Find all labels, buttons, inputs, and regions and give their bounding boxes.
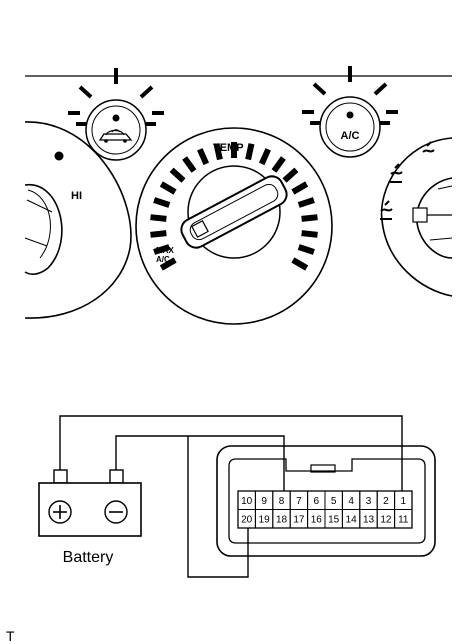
- temperature-dial: TEMP MAX A/C: [135, 127, 333, 325]
- indicator-light-rays: [68, 68, 164, 126]
- temp-scale-mark: [159, 181, 177, 195]
- connector-pin-cell: [394, 509, 413, 529]
- temp-scale-mark: [150, 230, 167, 238]
- connector-pin-label: 3: [366, 496, 372, 507]
- connector-pin-label: 15: [328, 514, 340, 525]
- connector-pin-label: 16: [311, 514, 323, 525]
- recirculation-button: [68, 68, 164, 161]
- fan-indicator-dot: [54, 151, 64, 161]
- airflow-mode-dial: [380, 137, 453, 297]
- max-ac-label-line1: MAX: [156, 246, 174, 255]
- recirculation-icon: [98, 129, 133, 143]
- connector-pin-label: 4: [348, 496, 354, 507]
- connector-pin-label: 12: [380, 514, 392, 525]
- temp-knob-handle: [180, 175, 288, 249]
- temp-scale-mark: [153, 244, 171, 255]
- temp-scale-mark: [197, 148, 210, 166]
- temp-scale-mark: [297, 244, 315, 255]
- temp-scale-mark: [297, 197, 315, 208]
- connector-pin-label: 10: [241, 496, 253, 507]
- battery-minus-terminal: [109, 469, 124, 484]
- temp-dial-bezel: [135, 127, 333, 325]
- temp-scale-mark: [245, 143, 255, 161]
- connector-pin-label: 13: [363, 514, 375, 525]
- battery-body: [38, 482, 142, 537]
- wire-jumper-to-pin-20: [187, 436, 249, 578]
- temp-label: TEMP: [213, 142, 244, 154]
- battery-plus-terminal: [53, 469, 68, 484]
- temp-scale-mark: [150, 214, 167, 222]
- connector-pin-label: 9: [261, 496, 267, 507]
- temp-scale-mark: [271, 156, 286, 173]
- temp-scale-mark: [291, 181, 309, 195]
- connector-pin-label: 2: [383, 496, 389, 507]
- connector-pin-label: 19: [259, 514, 271, 525]
- connector-pin-label: 7: [296, 496, 302, 507]
- wire-battery-minus-to-pin-8: [115, 435, 285, 493]
- max-ac-label-line2: A/C: [156, 255, 170, 264]
- connector-latch: [310, 464, 336, 473]
- temp-scale-mark: [301, 230, 318, 238]
- temp-scale-mark: [182, 156, 197, 173]
- battery: Battery: [38, 469, 142, 566]
- battery-label: Battery: [63, 549, 114, 566]
- ac-button-label: A/C: [341, 130, 360, 142]
- temp-scale-mark: [301, 214, 318, 222]
- connector-pin-label: 14: [346, 514, 358, 525]
- temp-scale-mark: [282, 167, 299, 183]
- connector-pin-label: 8: [279, 496, 285, 507]
- temp-scale-marks: [150, 142, 318, 271]
- ac-button: A/C: [302, 66, 398, 158]
- connector-pin-label: 5: [331, 496, 337, 507]
- corner-mark: T: [6, 628, 15, 644]
- connector-pin-label: 17: [293, 514, 305, 525]
- fan-speed-dial: HI: [24, 121, 132, 319]
- connector-pin-label: 11: [398, 514, 409, 525]
- battery-symbol: [48, 500, 128, 524]
- wires: [59, 415, 403, 578]
- connector-pin-label: 20: [241, 514, 253, 525]
- airflow-mode-icons: [380, 141, 435, 220]
- climate-control-panel: HI: [24, 66, 453, 325]
- hi-label: HI: [71, 190, 82, 202]
- connector-housing-outer: [216, 445, 436, 557]
- connector-housing-inner: [228, 458, 426, 544]
- temp-scale-mark: [291, 257, 309, 271]
- connector-pin-label: 6: [314, 496, 320, 507]
- temp-scale-mark: [159, 257, 177, 271]
- temp-scale-mark: [213, 143, 223, 161]
- indicator-light-rays: [302, 66, 398, 125]
- temp-scale-mark: [153, 197, 171, 208]
- temp-scale-mark: [169, 167, 186, 183]
- wire-battery-plus-to-pin-1: [59, 415, 403, 493]
- connector-pin-label: 1: [401, 496, 407, 507]
- temp-scale-mark: [258, 148, 271, 166]
- connector-pin-label: 18: [276, 514, 288, 525]
